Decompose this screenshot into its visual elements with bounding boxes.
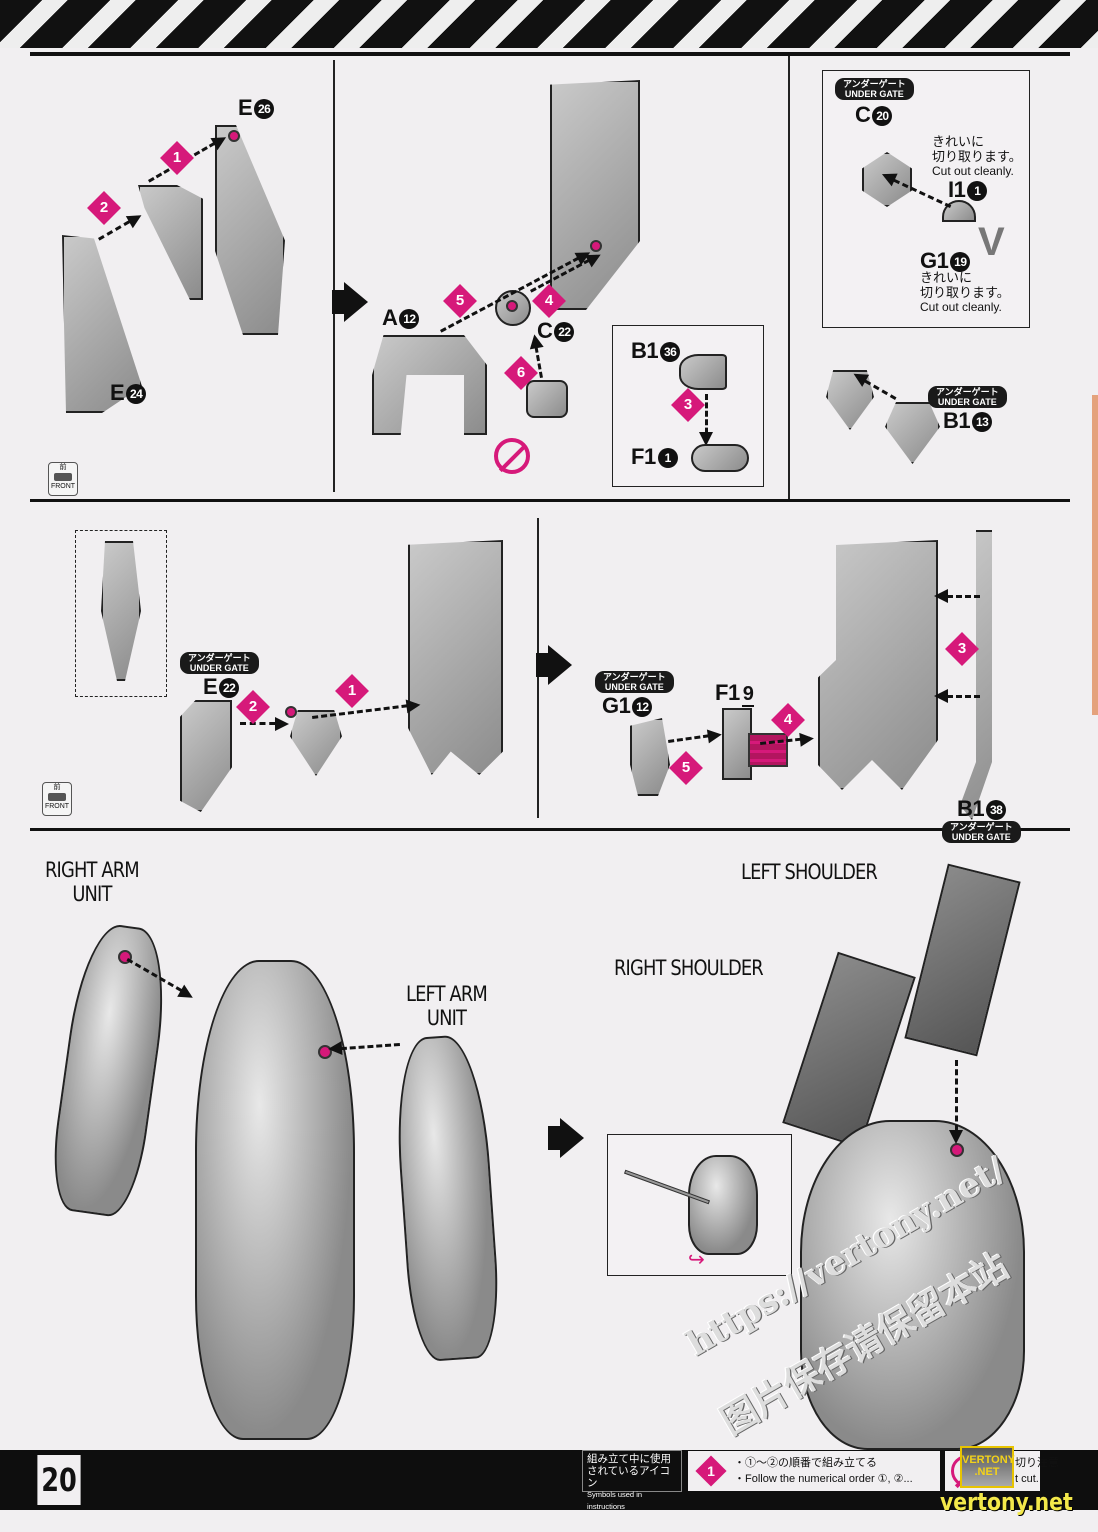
callout-right-shoulder: RIGHT SHOULDER <box>614 956 764 980</box>
page-number: 20 <box>37 1455 81 1505</box>
step-marker: 6 <box>504 356 538 390</box>
divider <box>30 828 1070 831</box>
peg <box>285 706 297 718</box>
step-marker: 2 <box>236 690 270 724</box>
rotate-arrow-icon: ↪ <box>688 1249 705 1271</box>
step-marker: 4 <box>771 703 805 737</box>
no-cut-icon <box>494 438 530 474</box>
part-b1-38 <box>960 530 992 820</box>
part-b1-13 <box>885 402 940 464</box>
robot-body <box>195 960 355 1440</box>
right-shoulder-armor <box>782 951 916 1149</box>
site-watermark: vertony.net <box>940 1488 1073 1516</box>
left-arm-unit <box>390 1033 504 1363</box>
assembly-arrow <box>938 695 980 698</box>
next-step-arrow-icon <box>332 282 368 322</box>
part-f1-1 <box>691 444 749 472</box>
pink-connector <box>748 733 788 767</box>
right-arm-unit <box>45 920 175 1220</box>
vertony-logo: VERTONY .NET <box>960 1446 1015 1488</box>
step-marker: 3 <box>671 388 705 422</box>
legend-text-jp: ・①〜②の順番で組み立てる <box>734 1457 877 1469</box>
divider <box>788 56 790 500</box>
assembly-arrow <box>955 1060 958 1140</box>
step-marker: 4 <box>532 284 566 318</box>
next-step-arrow-icon <box>536 645 572 685</box>
shoulder-armor-part <box>408 540 503 775</box>
hand-joint-part <box>526 380 568 418</box>
peg-hole <box>506 300 518 312</box>
top-rule <box>30 52 1070 56</box>
cut-note: きれいに切り取ります。Cut out cleanly. <box>920 270 1010 314</box>
peg <box>950 1143 964 1157</box>
assembly-arrow <box>668 733 718 743</box>
legend-text-jp: 切り注意 <box>1015 1457 1059 1469</box>
part-g1-19-shape: V <box>978 220 1005 264</box>
assembly-arrow <box>240 717 289 731</box>
detail-view-box <box>75 530 167 697</box>
divider <box>30 499 1070 502</box>
part-e22 <box>180 700 232 812</box>
hazard-stripe-header <box>0 0 1098 48</box>
shoulder-joint-part <box>290 710 342 776</box>
step-marker: 2 <box>87 191 121 225</box>
step-marker: 1 <box>335 674 369 708</box>
shoulder-armor-part <box>818 540 938 790</box>
peg-hole <box>228 130 240 142</box>
legend-text-en: t cut. <box>1015 1473 1039 1485</box>
next-step-arrow-icon <box>548 1118 584 1158</box>
part-g1-12 <box>630 718 670 796</box>
callout-left-shoulder: LEFT SHOULDER <box>741 860 878 884</box>
legend-numerical-order: 1 ・①〜②の順番で組み立てる ・Follow the numerical or… <box>688 1451 940 1491</box>
assembly-arrow <box>938 595 980 598</box>
inset-detail-box <box>822 70 1030 328</box>
inset-detail-box: ↪ <box>607 1134 792 1276</box>
step-marker: 5 <box>443 284 477 318</box>
head-detail <box>688 1155 758 1255</box>
step-marker: 5 <box>669 751 703 785</box>
part-bracket <box>138 185 203 300</box>
legend-text-en: ・Follow the numerical order ①, ②... <box>734 1473 913 1485</box>
divider <box>333 60 335 492</box>
assembly-arrow <box>705 394 708 442</box>
step-marker-icon: 1 <box>695 1455 727 1487</box>
section-tab <box>1092 395 1098 715</box>
part-b1-36 <box>679 354 727 390</box>
part-e26 <box>215 125 285 335</box>
side-view-part <box>101 541 141 681</box>
robot-assembled <box>800 1120 1025 1450</box>
step-marker: 3 <box>945 632 979 666</box>
left-shoulder-armor <box>904 863 1021 1057</box>
step-marker: 1 <box>160 141 194 175</box>
cut-note: きれいに切り取ります。Cut out cleanly. <box>932 134 1022 178</box>
part-a12 <box>372 335 487 435</box>
